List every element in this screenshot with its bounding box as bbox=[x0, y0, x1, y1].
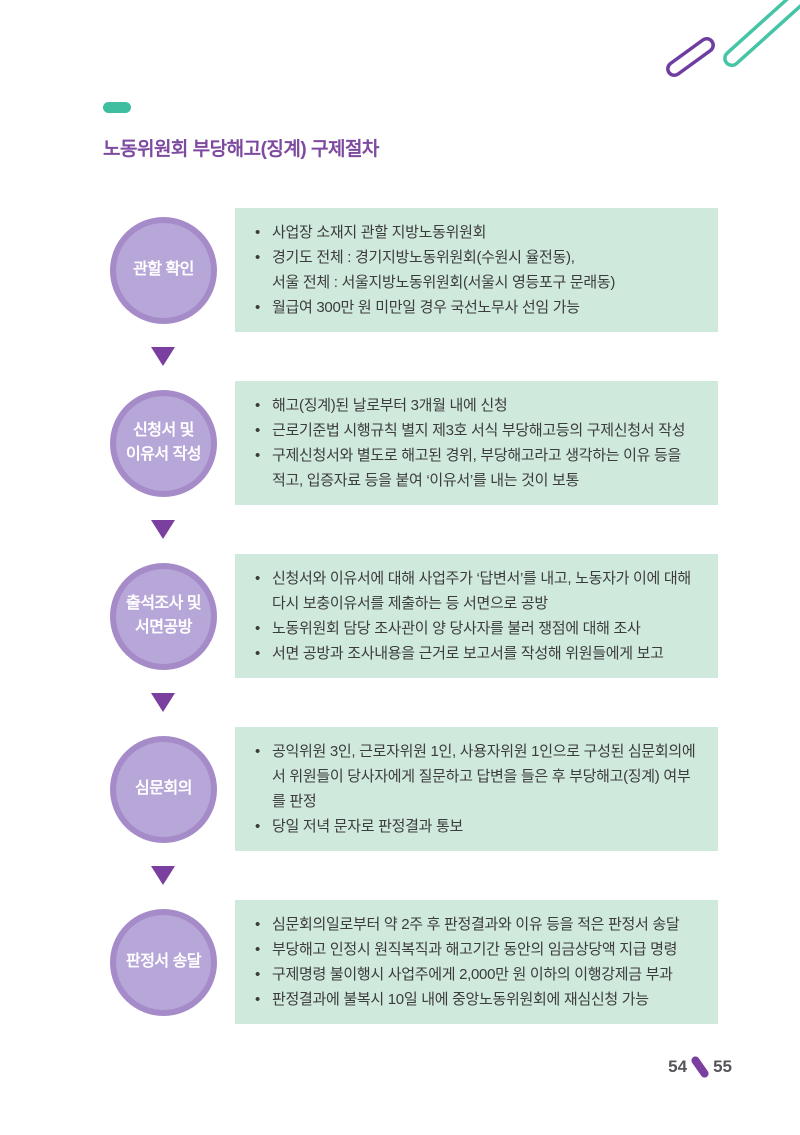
bullet-marker-icon: • bbox=[255, 397, 260, 414]
step-circle: 판정서 송달 bbox=[110, 908, 217, 1016]
bullet-text: 해고(징계)된 날로부터 3개월 내에 신청 bbox=[272, 397, 508, 414]
procedure-step: 관할 확인 • 사업장 소재지 관할 지방노동위원회 • 경기도 전체 : 경기지방노… bbox=[110, 208, 720, 332]
bullet-text: 당일 저녁 문자로 판정결과 통보 bbox=[272, 818, 463, 835]
bullet-text: 구제명령 불이행시 사업주에게 2,000만 원 이하의 이행강제금 부과 bbox=[272, 966, 673, 983]
step-circle: 신청서 및 이유서 작성 bbox=[110, 389, 217, 497]
step-details-box: • 신청서와 이유서에 대해 사업주가 ‘답변서’를 내고, 노동자가 이에 대해… bbox=[235, 554, 718, 678]
step-bullet-list: • 신청서와 이유서에 대해 사업주가 ‘답변서’를 내고, 노동자가 이에 대해… bbox=[255, 566, 698, 666]
step-circle: 관할 확인 bbox=[110, 216, 217, 324]
down-arrow-icon bbox=[151, 693, 175, 712]
bullet-item: • 경기도 전체 : 경기지방노동위원회(수원시 율전동), 서울 전체 : 서울… bbox=[255, 245, 615, 295]
bullet-marker-icon: • bbox=[255, 818, 260, 835]
step-details-box: • 공익위원 3인, 근로자위원 1인, 사용자위원 1인으로 구성된 심문회의에… bbox=[235, 727, 718, 851]
bullet-text: 공익위원 3인, 근로자위원 1인, 사용자위원 1인으로 구성된 심문회의에서… bbox=[272, 743, 696, 810]
page-title: 노동위원회 부당해고(징계) 구제절차 bbox=[103, 139, 379, 160]
flow-arrow-row bbox=[110, 505, 720, 554]
bullet-item: • 사업장 소재지 관할 지방노동위원회 bbox=[255, 220, 615, 245]
bullet-item: • 공익위원 3인, 근로자위원 1인, 사용자위원 1인으로 구성된 심문회의에… bbox=[255, 739, 698, 814]
procedure-flow: 관할 확인 • 사업장 소재지 관할 지방노동위원회 • 경기도 전체 : 경기지방노… bbox=[110, 208, 720, 1024]
bullet-marker-icon: • bbox=[255, 966, 260, 983]
page-number-right: 55 bbox=[713, 1057, 732, 1076]
page-number-left: 54 bbox=[668, 1057, 688, 1076]
bullet-text: 근로기준법 시행규칙 별지 제3호 서식 부당해고등의 구제신청서 작성 bbox=[272, 422, 686, 439]
bullet-marker-icon: • bbox=[255, 447, 260, 464]
bullet-marker-icon: • bbox=[255, 916, 260, 933]
step-details-box: • 사업장 소재지 관할 지방노동위원회 • 경기도 전체 : 경기지방노동위원회(수… bbox=[235, 208, 718, 332]
bullet-marker-icon: • bbox=[255, 991, 260, 1008]
bullet-text: 구제신청서와 별도로 해고된 경위, 부당해고라고 생각하는 이유 등을 적고,… bbox=[272, 447, 681, 489]
page-number-divider-icon bbox=[689, 1054, 711, 1080]
bullet-marker-icon: • bbox=[255, 743, 260, 760]
purple-capsule-icon bbox=[666, 36, 715, 78]
bullet-marker-icon: • bbox=[255, 620, 260, 637]
bullet-text: 경기도 전체 : 경기지방노동위원회(수원시 율전동), 서울 전체 : 서울지… bbox=[272, 249, 616, 291]
bullet-marker-icon: • bbox=[255, 299, 260, 316]
bullet-item: • 구제명령 불이행시 사업주에게 2,000만 원 이하의 이행강제금 부과 bbox=[255, 962, 679, 987]
step-label: 신청서 및 이유서 작성 bbox=[125, 422, 202, 463]
bullet-text: 월급여 300만 원 미만일 경우 국선노무사 선임 가능 bbox=[272, 299, 580, 316]
bullet-text: 노동위원회 담당 조사관이 양 당사자를 불러 쟁점에 대해 조사 bbox=[272, 620, 641, 637]
bullet-text: 심문회의일로부터 약 2주 후 판정결과와 이유 등을 적은 판정서 송달 bbox=[272, 916, 680, 933]
teal-capsule-icon bbox=[723, 0, 800, 68]
step-label: 심문회의 bbox=[135, 780, 192, 797]
bullet-text: 부당해고 인정시 원직복직과 해고기간 동안의 임금상당액 지급 명령 bbox=[272, 941, 678, 958]
step-label: 관할 확인 bbox=[133, 261, 194, 278]
bullet-item: • 서면 공방과 조사내용을 근거로 보고서를 작성해 위원들에게 보고 bbox=[255, 641, 698, 666]
bullet-item: • 신청서와 이유서에 대해 사업주가 ‘답변서’를 내고, 노동자가 이에 대해… bbox=[255, 566, 698, 616]
title-accent-pill-icon bbox=[103, 102, 131, 113]
bullet-marker-icon: • bbox=[255, 249, 260, 266]
page-footer: 54 55 bbox=[668, 1054, 732, 1080]
step-circle: 심문회의 bbox=[110, 735, 217, 843]
down-arrow-icon bbox=[151, 347, 175, 366]
bullet-item: • 판정결과에 불복시 10일 내에 중앙노동위원회에 재심신청 가능 bbox=[255, 987, 679, 1012]
bullet-item: • 월급여 300만 원 미만일 경우 국선노무사 선임 가능 bbox=[255, 295, 615, 320]
step-bullet-list: • 심문회의일로부터 약 2주 후 판정결과와 이유 등을 적은 판정서 송달 • 부… bbox=[255, 912, 680, 1012]
step-bullet-list: • 공익위원 3인, 근로자위원 1인, 사용자위원 1인으로 구성된 심문회의에… bbox=[255, 739, 698, 839]
down-arrow-icon bbox=[151, 866, 175, 885]
bullet-item: • 당일 저녁 문자로 판정결과 통보 bbox=[255, 814, 698, 839]
bullet-item: • 해고(징계)된 날로부터 3개월 내에 신청 bbox=[255, 393, 698, 418]
bullet-marker-icon: • bbox=[255, 224, 260, 241]
bullet-text: 사업장 소재지 관할 지방노동위원회 bbox=[272, 224, 487, 241]
flow-arrow-row bbox=[110, 678, 720, 727]
bullet-text: 신청서와 이유서에 대해 사업주가 ‘답변서’를 내고, 노동자가 이에 대해 … bbox=[272, 570, 691, 612]
down-arrow-icon bbox=[151, 520, 175, 539]
title-block: 노동위원회 부당해고(징계) 구제절차 bbox=[103, 102, 379, 161]
bullet-item: • 부당해고 인정시 원직복직과 해고기간 동안의 임금상당액 지급 명령 bbox=[255, 937, 679, 962]
step-label: 출석조사 및 서면공방 bbox=[125, 595, 202, 636]
procedure-step: 판정서 송달 • 심문회의일로부터 약 2주 후 판정결과와 이유 등을 적은 판… bbox=[110, 900, 720, 1024]
bullet-item: • 구제신청서와 별도로 해고된 경위, 부당해고라고 생각하는 이유 등을 적고… bbox=[255, 443, 698, 493]
bullet-marker-icon: • bbox=[255, 422, 260, 439]
bullet-item: • 근로기준법 시행규칙 별지 제3호 서식 부당해고등의 구제신청서 작성 bbox=[255, 418, 698, 443]
bullet-marker-icon: • bbox=[255, 941, 260, 958]
flow-arrow-row bbox=[110, 851, 720, 900]
step-label: 판정서 송달 bbox=[125, 953, 202, 970]
procedure-step: 출석조사 및 서면공방 • 신청서와 이유서에 대해 사업주가 ‘답변서’를 내고… bbox=[110, 554, 720, 678]
step-bullet-list: • 해고(징계)된 날로부터 3개월 내에 신청 • 근로기준법 시행규칙 별지 제3… bbox=[255, 393, 698, 493]
corner-decoration bbox=[666, 0, 800, 78]
step-circle: 출석조사 및 서면공방 bbox=[110, 562, 217, 670]
flow-arrow-row bbox=[110, 332, 720, 381]
procedure-step: 심문회의 • 공익위원 3인, 근로자위원 1인, 사용자위원 1인으로 구성된 … bbox=[110, 727, 720, 851]
bullet-text: 판정결과에 불복시 10일 내에 중앙노동위원회에 재심신청 가능 bbox=[272, 991, 649, 1008]
bullet-marker-icon: • bbox=[255, 570, 260, 587]
procedure-step: 신청서 및 이유서 작성 • 해고(징계)된 날로부터 3개월 내에 신청 • 근로기… bbox=[110, 381, 720, 505]
bullet-item: • 노동위원회 담당 조사관이 양 당사자를 불러 쟁점에 대해 조사 bbox=[255, 616, 698, 641]
bullet-marker-icon: • bbox=[255, 645, 260, 662]
step-bullet-list: • 사업장 소재지 관할 지방노동위원회 • 경기도 전체 : 경기지방노동위원회(수… bbox=[255, 220, 615, 320]
step-details-box: • 심문회의일로부터 약 2주 후 판정결과와 이유 등을 적은 판정서 송달 • 부… bbox=[235, 900, 718, 1024]
bullet-text: 서면 공방과 조사내용을 근거로 보고서를 작성해 위원들에게 보고 bbox=[272, 645, 664, 662]
bullet-item: • 심문회의일로부터 약 2주 후 판정결과와 이유 등을 적은 판정서 송달 bbox=[255, 912, 680, 937]
step-details-box: • 해고(징계)된 날로부터 3개월 내에 신청 • 근로기준법 시행규칙 별지 제3… bbox=[235, 381, 718, 505]
